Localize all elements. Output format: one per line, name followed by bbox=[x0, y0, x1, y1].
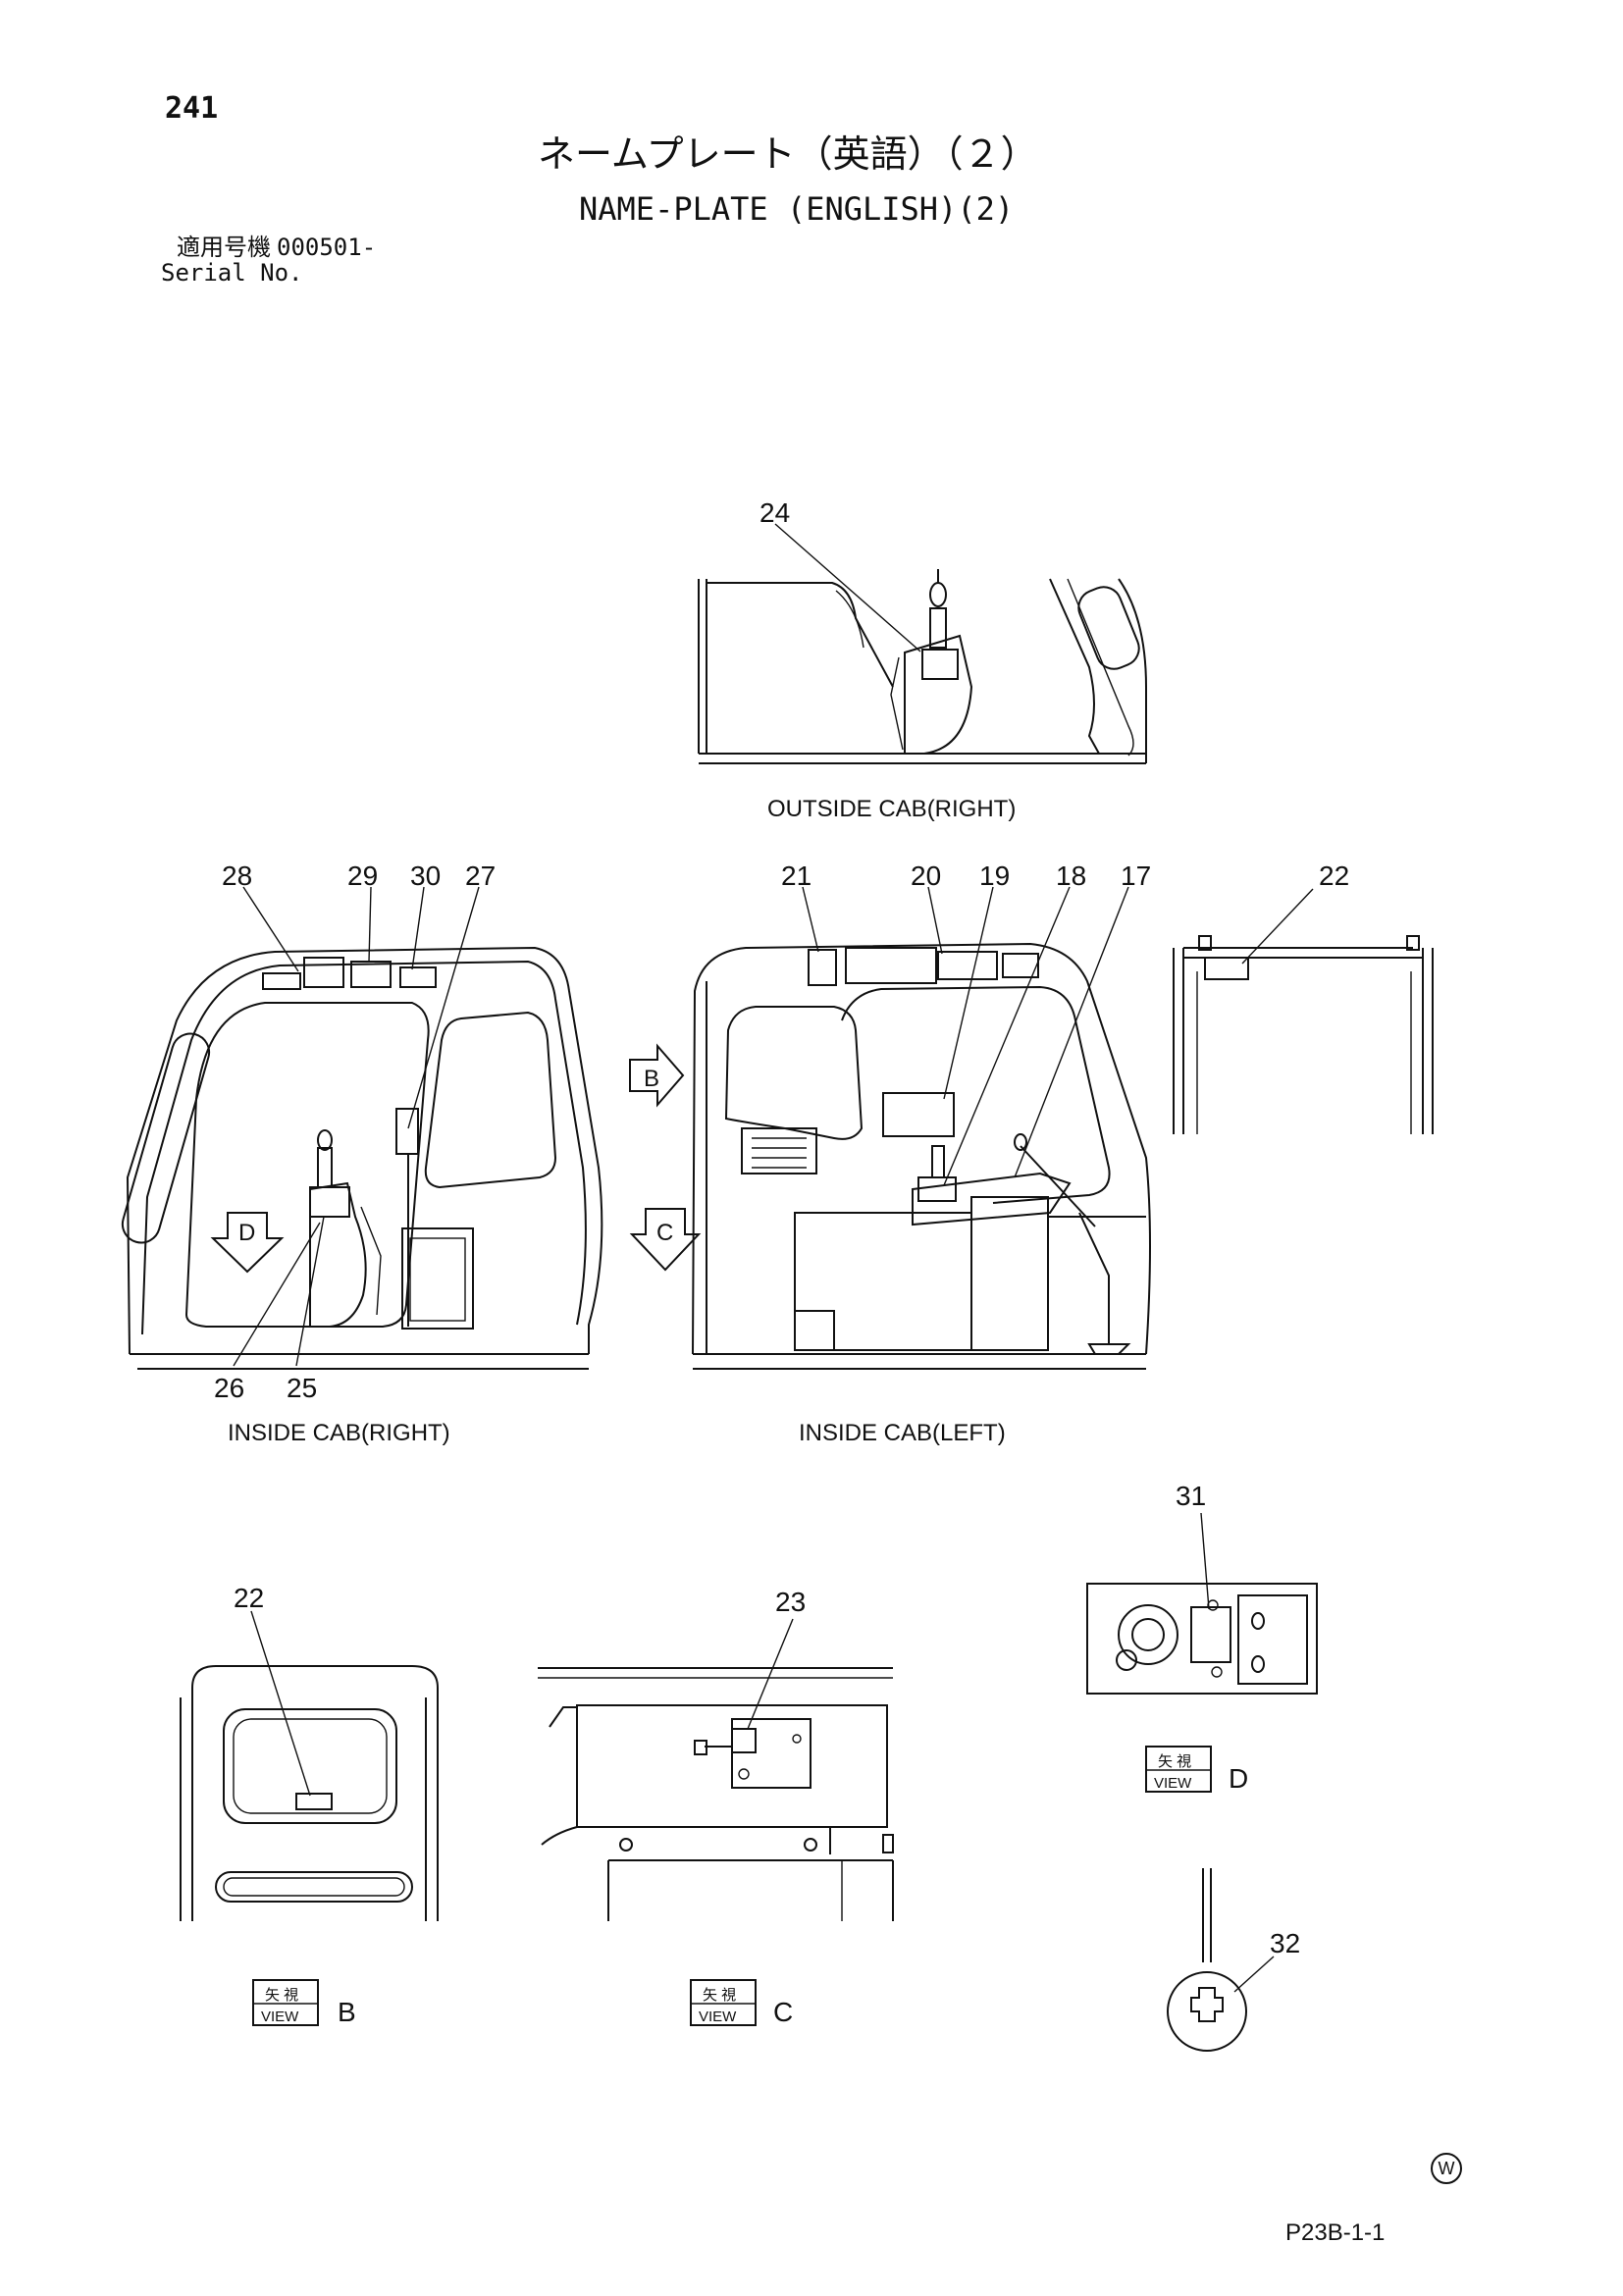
leader-lines bbox=[233, 523, 1314, 1993]
callout-25: 25 bbox=[287, 1373, 317, 1403]
svg-text:D: D bbox=[1229, 1763, 1248, 1794]
manufacturer-mark-icon: W bbox=[1431, 2153, 1462, 2184]
callouts: 24 28 29 30 27 26 25 21 20 19 18 17 22 3… bbox=[214, 497, 1349, 1958]
view-marker-c: C bbox=[656, 1220, 673, 1246]
view-box-d: 矢 視 VIEW D bbox=[1145, 1746, 1248, 1794]
outside-cab-right-drawing bbox=[698, 569, 1147, 764]
svg-text:矢 視: 矢 視 bbox=[265, 1987, 298, 2004]
callout-20: 20 bbox=[911, 861, 941, 891]
serial-label-japanese: 適用号機 bbox=[177, 234, 271, 261]
inside-cab-right-drawing bbox=[121, 946, 603, 1370]
callout-22-bottom: 22 bbox=[234, 1583, 264, 1613]
callout-24: 24 bbox=[759, 497, 790, 528]
view-d-drawing bbox=[1086, 1583, 1318, 1695]
view-box-b: 矢 視 VIEW B bbox=[252, 1979, 356, 2027]
callout-31: 31 bbox=[1176, 1481, 1206, 1511]
callout-21: 21 bbox=[781, 861, 812, 891]
caption-inside-cab-right: INSIDE CAB(RIGHT) bbox=[228, 1420, 450, 1446]
callout-28: 28 bbox=[222, 861, 252, 891]
callout-30: 30 bbox=[410, 861, 441, 891]
callout-23: 23 bbox=[775, 1587, 806, 1617]
view-marker-d: D bbox=[238, 1220, 255, 1246]
roof-frame-drawing bbox=[1173, 935, 1434, 1134]
callout-18: 18 bbox=[1056, 861, 1086, 891]
view-b-drawing bbox=[180, 1665, 439, 1921]
view-box-c: 矢 視 VIEW C bbox=[690, 1979, 793, 2027]
page-code: P23B-1-1 bbox=[1285, 2219, 1386, 2246]
svg-text:B: B bbox=[338, 1997, 356, 2027]
callout-19: 19 bbox=[979, 861, 1010, 891]
title-english: NAME-PLATE (ENGLISH)(2) bbox=[579, 190, 1015, 228]
serial-label-english: Serial No. bbox=[161, 259, 303, 287]
callout-27: 27 bbox=[465, 861, 496, 891]
title-japanese: ネームプレート（英語）（２） bbox=[538, 132, 1038, 176]
callout-26: 26 bbox=[214, 1373, 244, 1403]
svg-text:VIEW: VIEW bbox=[261, 2009, 299, 2025]
callout-29: 29 bbox=[347, 861, 378, 891]
serial-range: 000501- bbox=[277, 234, 377, 261]
svg-text:VIEW: VIEW bbox=[1154, 1775, 1192, 1792]
svg-text:C: C bbox=[773, 1997, 793, 2027]
caption-inside-cab-left: INSIDE CAB(LEFT) bbox=[799, 1420, 1006, 1446]
callout-17: 17 bbox=[1121, 861, 1151, 891]
view-c-drawing bbox=[538, 1667, 894, 1921]
callout-22-top: 22 bbox=[1319, 861, 1349, 891]
svg-text:矢 視: 矢 視 bbox=[703, 1987, 736, 2004]
knob-drawing bbox=[1167, 1868, 1247, 2052]
page-number: 241 bbox=[165, 91, 219, 126]
view-marker-b: B bbox=[644, 1066, 659, 1092]
caption-outside-cab-right: OUTSIDE CAB(RIGHT) bbox=[767, 796, 1016, 822]
callout-32: 32 bbox=[1270, 1928, 1300, 1958]
svg-text:矢 視: 矢 視 bbox=[1158, 1753, 1191, 1770]
svg-text:VIEW: VIEW bbox=[699, 2009, 737, 2025]
inside-cab-left-drawing bbox=[629, 942, 1151, 1370]
